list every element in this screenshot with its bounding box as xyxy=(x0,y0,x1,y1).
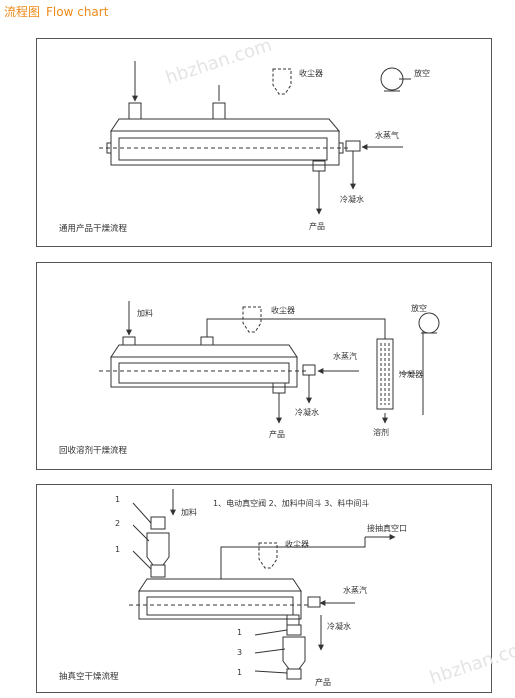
flow-lines xyxy=(126,301,424,424)
vent-label: 放空 xyxy=(411,303,427,313)
callout-3: 3 xyxy=(237,648,242,657)
callout-1a: 1 xyxy=(115,495,120,504)
callout-1b: 1 xyxy=(115,545,120,554)
solvent-recovery-diagram: 加料 收尘器 放空 水蒸汽 冷凝器 冷凝水 产品 溶剂 回收溶剂干燥流程 xyxy=(59,301,440,456)
steam-label: 水蒸汽 xyxy=(343,585,367,595)
dryer-body xyxy=(99,336,307,394)
condensate-label: 冷凝水 xyxy=(327,621,351,631)
panel-caption: 抽真空干燥流程 xyxy=(59,671,119,682)
dryer-body xyxy=(99,102,349,172)
dust-collector-icon xyxy=(242,306,262,333)
product-label: 产品 xyxy=(269,429,285,439)
legend-text: 1、电动真空阀 2、加料中间斗 3、料中间斗 xyxy=(213,498,369,508)
dust-collector-icon xyxy=(272,68,292,95)
general-drying-diagram: 收尘器 放空 水蒸气 冷凝水 产品 通用产品干燥流程 xyxy=(59,61,430,234)
page-header: 流程图 Flow chart xyxy=(4,3,114,20)
dust-collector-icon xyxy=(258,542,278,569)
dust-collector-label: 收尘器 xyxy=(285,539,309,549)
vacuum-pump-icon xyxy=(418,312,440,334)
vacuum-drying-diagram: 1、电动真空阀 2、加料中间斗 3、料中间斗 加料 收尘器 接抽真空口 水蒸汽 … xyxy=(59,489,407,687)
condensate-label: 冷凝水 xyxy=(340,194,364,204)
panel-caption: 回收溶剂干燥流程 xyxy=(59,445,128,456)
vent-label: 放空 xyxy=(414,68,430,78)
callout-1c: 1 xyxy=(237,628,242,637)
flow-panel-solvent-recovery: 加料 收尘器 放空 水蒸汽 冷凝器 冷凝水 产品 溶剂 回收溶剂干燥流程 xyxy=(36,262,492,470)
feed-label: 加料 xyxy=(181,507,197,517)
vacuum-port-label: 接抽真空口 xyxy=(367,523,407,533)
product-label: 产品 xyxy=(309,221,325,231)
flow-lines xyxy=(132,489,396,674)
solvent-label: 溶剂 xyxy=(373,427,389,437)
panel-caption: 通用产品干燥流程 xyxy=(59,223,128,234)
flow-panel-vacuum: 1、电动真空阀 2、加料中间斗 3、料中间斗 加料 收尘器 接抽真空口 水蒸汽 … xyxy=(36,484,492,693)
dust-collector-label: 收尘器 xyxy=(271,305,295,315)
product-label: 产品 xyxy=(315,677,331,687)
vacuum-pump-icon xyxy=(380,67,411,92)
steam-label: 水蒸汽 xyxy=(333,351,357,361)
flow-panel-general: 收尘器 放空 水蒸气 冷凝水 产品 通用产品干燥流程 xyxy=(36,38,492,247)
callout-2: 2 xyxy=(115,519,120,528)
steam-label: 水蒸气 xyxy=(375,130,399,140)
feed-label: 加料 xyxy=(137,308,153,318)
flow-arrows xyxy=(132,61,403,215)
header-title-cn: 流程图 xyxy=(4,5,41,19)
product-hopper-stack xyxy=(282,624,306,680)
condensate-label: 冷凝水 xyxy=(295,407,319,417)
dryer-body xyxy=(129,578,309,626)
condenser-label: 冷凝器 xyxy=(399,369,423,379)
condenser-icon xyxy=(376,338,394,410)
header-title-en: Flow chart xyxy=(46,5,109,19)
dust-collector-label: 收尘器 xyxy=(299,68,323,78)
callout-1d: 1 xyxy=(237,668,242,677)
